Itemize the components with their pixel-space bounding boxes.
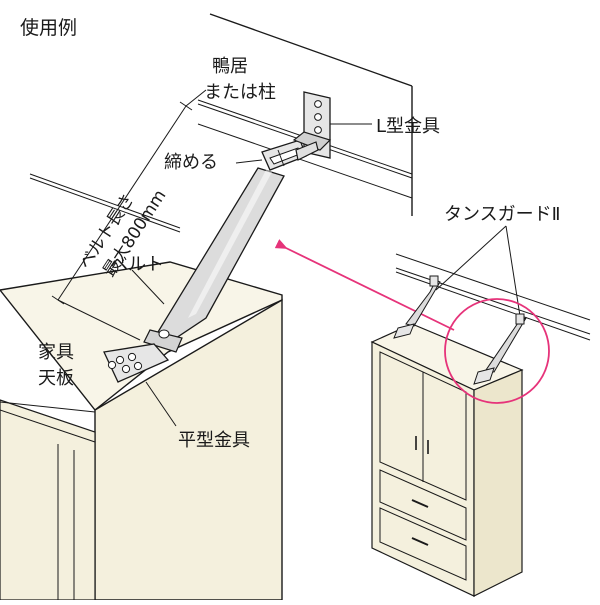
label-furniture-line2: 天板 <box>38 368 74 389</box>
direction-arrow <box>286 248 454 330</box>
label-furniture-line1: 家具 <box>38 342 74 363</box>
label-kamoi-line1: 鴨居 <box>212 56 248 77</box>
label-l-bracket: L型金具 <box>376 116 440 137</box>
label-tighten: 締める <box>164 152 218 173</box>
figure-title: 使用例 <box>20 17 77 39</box>
label-flat-bracket: 平型金具 <box>178 430 250 451</box>
label-product: タンスガードⅡ <box>444 204 561 225</box>
label-belt: ベルト <box>110 254 164 275</box>
label-kamoi-line2: または柱 <box>204 82 276 103</box>
wall-and-lintel <box>30 14 412 232</box>
